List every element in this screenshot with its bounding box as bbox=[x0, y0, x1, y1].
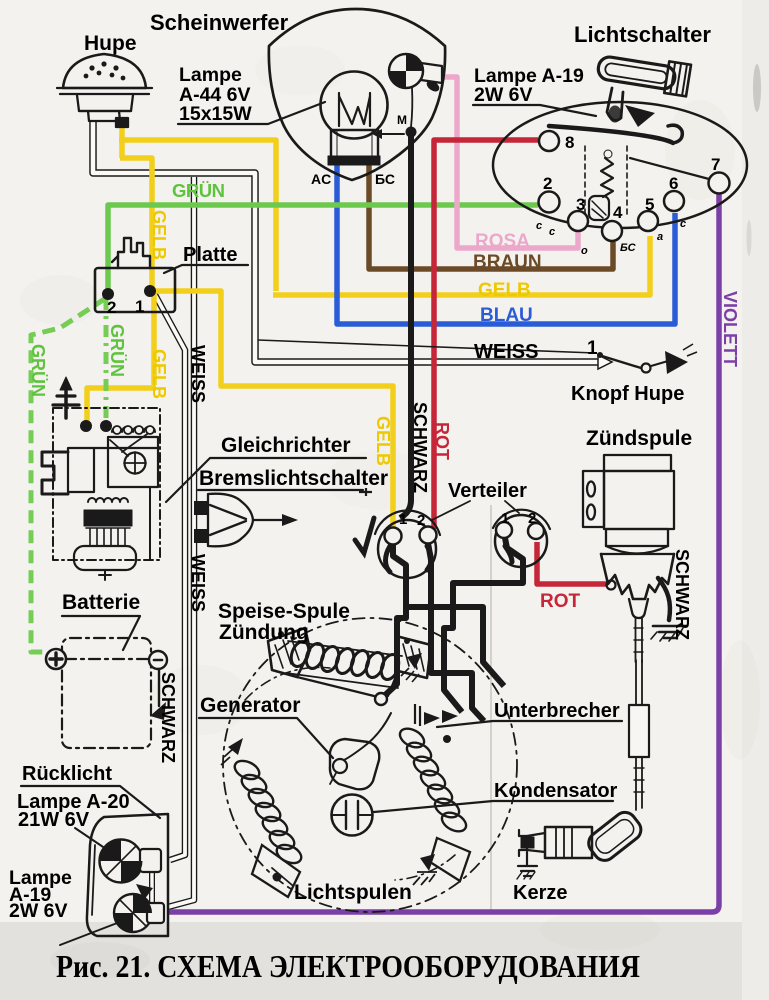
svg-text:Gleichrichter: Gleichrichter bbox=[221, 434, 351, 457]
svg-text:2: 2 bbox=[107, 298, 116, 317]
svg-text:SCHWARZ: SCHWARZ bbox=[672, 549, 692, 640]
svg-text:1: 1 bbox=[587, 338, 598, 359]
svg-text:2: 2 bbox=[528, 510, 536, 527]
svg-text:A-44 6V: A-44 6V bbox=[179, 84, 251, 106]
svg-text:8: 8 bbox=[565, 133, 574, 152]
svg-text:Platte: Platte bbox=[183, 244, 237, 266]
svg-text:Zündspule: Zündspule bbox=[586, 427, 692, 450]
svg-text:2W 6V: 2W 6V bbox=[474, 84, 533, 106]
svg-text:Рис. 21. СХЕМА ЭЛЕКТРООБОРУДОВ: Рис. 21. СХЕМА ЭЛЕКТРООБОРУДОВАНИЯ bbox=[56, 948, 640, 984]
svg-text:2: 2 bbox=[543, 174, 552, 193]
svg-text:BLAU: BLAU bbox=[480, 305, 533, 326]
svg-text:Speise-Spule: Speise-Spule bbox=[218, 600, 350, 623]
svg-text:Kerze: Kerze bbox=[513, 882, 567, 904]
svg-text:Lampe: Lampe bbox=[9, 867, 72, 889]
svg-text:GRÜN: GRÜN bbox=[172, 180, 225, 201]
svg-text:21W 6V: 21W 6V bbox=[18, 809, 90, 831]
svg-text:ROSA: ROSA bbox=[475, 231, 530, 252]
svg-text:VIOLETT: VIOLETT bbox=[720, 291, 740, 367]
svg-text:BRAUN: BRAUN bbox=[473, 252, 542, 273]
svg-text:4: 4 bbox=[613, 203, 623, 222]
svg-text:M: M bbox=[397, 113, 407, 127]
svg-text:GRÜN: GRÜN bbox=[28, 344, 48, 397]
svg-text:Bremslichtschalter: Bremslichtschalter bbox=[199, 467, 388, 490]
svg-text:Zündung: Zündung bbox=[219, 621, 309, 644]
svg-text:1: 1 bbox=[135, 297, 144, 316]
svg-text:SCHWARZ: SCHWARZ bbox=[158, 672, 178, 763]
svg-text:a: a bbox=[657, 231, 663, 243]
svg-text:15x15W: 15x15W bbox=[179, 103, 252, 125]
svg-text:c: c bbox=[680, 218, 686, 230]
svg-text:o: o bbox=[581, 245, 588, 257]
svg-text:Knopf Hupe: Knopf Hupe bbox=[571, 383, 684, 405]
svg-text:Lampe A-19: Lampe A-19 bbox=[474, 65, 584, 87]
svg-text:5: 5 bbox=[645, 195, 654, 214]
svg-text:Lampe: Lampe bbox=[179, 64, 242, 86]
svg-text:2: 2 bbox=[417, 512, 425, 529]
svg-text:Scheinwerfer: Scheinwerfer bbox=[150, 10, 289, 35]
svg-text:6: 6 bbox=[669, 174, 678, 193]
svg-text:c: c bbox=[549, 226, 555, 238]
svg-text:Batterie: Batterie bbox=[62, 591, 140, 614]
svg-text:WEISS: WEISS bbox=[474, 341, 538, 363]
svg-text:Lichtschalter: Lichtschalter bbox=[574, 22, 711, 47]
svg-text:Lichtspulen: Lichtspulen bbox=[294, 881, 412, 904]
svg-text:7: 7 bbox=[711, 155, 720, 174]
svg-text:WEISS: WEISS bbox=[188, 345, 208, 403]
svg-text:ROT: ROT bbox=[540, 591, 581, 612]
svg-text:Kondensator: Kondensator bbox=[494, 780, 618, 802]
svg-text:1: 1 bbox=[399, 511, 407, 528]
svg-text:2W 6V: 2W 6V bbox=[9, 900, 68, 922]
svg-text:Unterbrecher: Unterbrecher bbox=[494, 700, 620, 722]
svg-text:WEISS: WEISS bbox=[188, 554, 208, 612]
svg-text:Generator: Generator bbox=[200, 694, 300, 717]
svg-text:GELB: GELB bbox=[373, 416, 393, 466]
svg-text:3: 3 bbox=[576, 195, 585, 214]
svg-text:GELB: GELB bbox=[149, 210, 169, 260]
svg-text:Rücklicht: Rücklicht bbox=[22, 763, 112, 785]
svg-text:GRÜN: GRÜN bbox=[107, 324, 127, 377]
svg-text:GELB: GELB bbox=[478, 280, 531, 301]
svg-text:1: 1 bbox=[501, 510, 509, 527]
svg-text:ROT: ROT bbox=[432, 422, 452, 460]
svg-text:GELB: GELB bbox=[149, 349, 169, 399]
svg-text:SCHWARZ: SCHWARZ bbox=[410, 402, 430, 493]
svg-text:A-19: A-19 bbox=[9, 884, 51, 906]
svg-text:Hupe: Hupe bbox=[84, 32, 137, 55]
svg-text:c: c bbox=[536, 220, 542, 232]
svg-text:Lampe A-20: Lampe A-20 bbox=[17, 791, 130, 813]
svg-text:AC: AC bbox=[311, 171, 331, 187]
svg-text:Verteiler: Verteiler bbox=[448, 480, 527, 502]
svg-text:БС: БС bbox=[375, 171, 395, 187]
svg-text:БС: БС bbox=[620, 242, 637, 254]
